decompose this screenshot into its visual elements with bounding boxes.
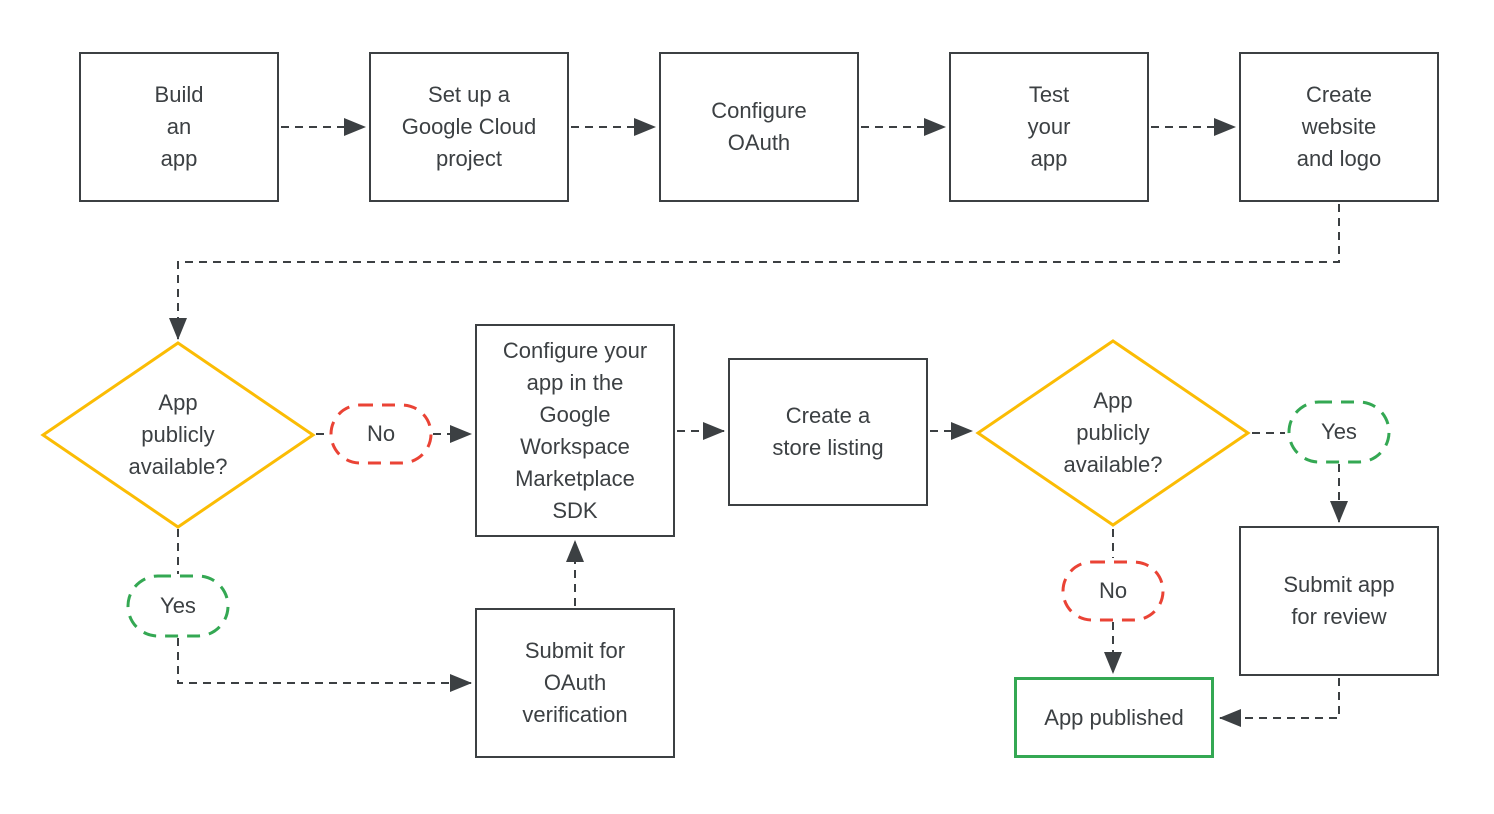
connector-website-to-decision1 [169,204,1340,340]
no-oval-1 [329,403,433,465]
flow-box-configure-oauth-label: Configure OAuth [711,98,807,155]
flow-box-setup-project: Set up a Google Cloud project [369,52,569,202]
flow-box-configure-oauth: Configure OAuth [659,52,859,202]
flow-box-test-app-label: Test your app [1027,82,1071,171]
flow-box-create-website-label: Create website and logo [1296,82,1382,171]
flow-box-store-listing: Create a store listing [728,358,928,506]
connector-review-to-published [1219,678,1340,727]
flow-box-build-app: Build an app [79,52,279,202]
flow-box-submit-review-label: Submit app for review [1283,572,1395,629]
flow-box-submit-oauth-label: Submit for OAuth verification [522,638,628,727]
flow-box-app-published-label: App published [1044,704,1184,730]
flow-box-setup-project-label: Set up a Google Cloud project [401,82,537,171]
flow-box-configure-sdk-label: Configure your app in the Google Workspa… [502,337,648,523]
flow-box-create-website: Create website and logo [1239,52,1439,202]
yes-oval-1 [126,574,230,638]
flow-box-submit-review: Submit app for review [1239,526,1439,676]
flow-box-submit-oauth: Submit for OAuth verification [475,608,675,758]
flow-box-build-app-label: Build an app [154,82,204,171]
decision-diamond-1 [40,341,316,529]
no-oval-2 [1061,560,1165,622]
yes-oval-2 [1287,400,1391,464]
flow-box-test-app: Test your app [949,52,1149,202]
flow-box-store-listing-label: Create a store listing [772,403,884,460]
flow-box-configure-sdk: Configure your app in the Google Workspa… [475,324,675,537]
flow-box-app-published: App published [1014,677,1214,758]
decision-diamond-2 [975,339,1251,527]
connector-yes-to-submit-oauth [177,638,472,692]
